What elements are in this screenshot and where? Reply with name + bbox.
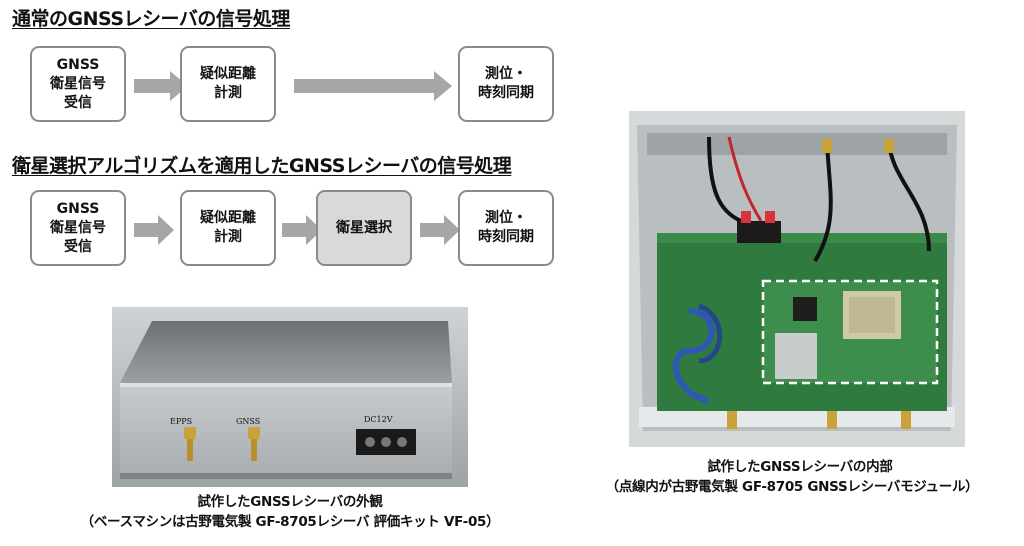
- step-pseudorange: 疑似距離 計測: [180, 190, 276, 266]
- normal-flow-title: 通常のGNSSレシーバの信号処理: [12, 8, 290, 30]
- step-pseudorange: 疑似距離 計測: [180, 46, 276, 122]
- dc12v-label: DC12V: [364, 415, 393, 424]
- gnss-label: GNSS: [236, 417, 261, 426]
- arrow-icon: [282, 215, 322, 245]
- exterior-photo: EPPS GNSS DC12V: [112, 307, 468, 487]
- exterior-caption-note: （ベースマシンは古野電気製 GF-8705レシーバ 評価キット VF-05）: [80, 514, 500, 530]
- normal-flow-diagram: GNSS 衛星信号 受信 疑似距離 計測 測位・ 時刻同期: [30, 46, 590, 136]
- long-arrow-icon: [294, 71, 452, 101]
- interior-photo: [629, 111, 965, 447]
- arrow-icon: [420, 215, 460, 245]
- epps-label: EPPS: [170, 417, 193, 426]
- interior-caption-note: （点線内が古野電気製 GF-8705 GNSSレシーバモジュール）: [605, 479, 979, 495]
- arrow-icon: [134, 71, 188, 101]
- step-positioning: 測位・ 時刻同期: [458, 46, 554, 122]
- exterior-caption-title: 試作したGNSSレシーバの外観: [197, 494, 383, 510]
- step-receive: GNSS 衛星信号 受信: [30, 190, 126, 266]
- arrow-icon: [134, 215, 174, 245]
- step-receive: GNSS 衛星信号 受信: [30, 46, 126, 122]
- step-positioning: 測位・ 時刻同期: [458, 190, 554, 266]
- selection-flow-title: 衛星選択アルゴリズムを適用したGNSSレシーバの信号処理: [12, 155, 512, 177]
- interior-caption-title: 試作したGNSSレシーバの内部: [707, 459, 893, 475]
- step-satellite-selection: 衛星選択: [316, 190, 412, 266]
- selection-flow-diagram: GNSS 衛星信号 受信 疑似距離 計測 衛星選択 測位・ 時刻同期: [30, 190, 590, 280]
